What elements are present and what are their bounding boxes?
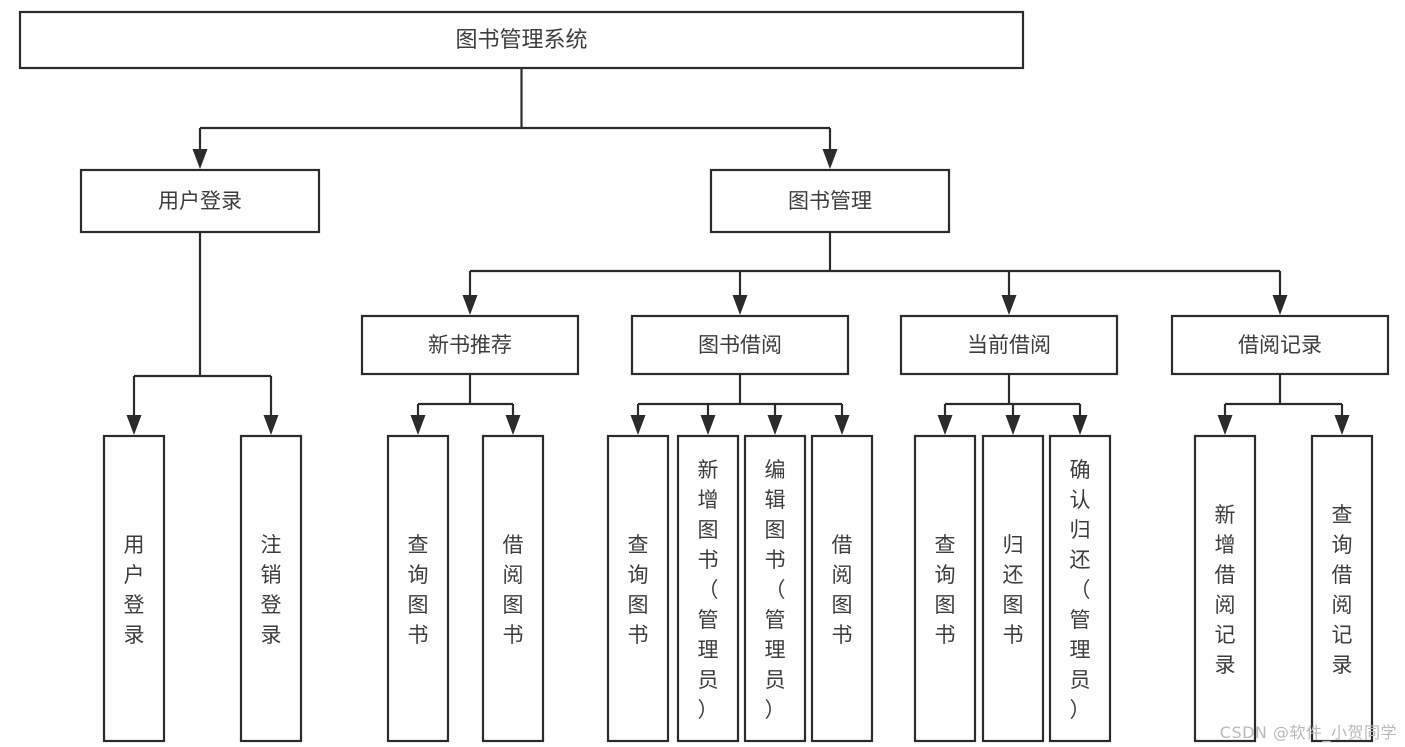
leaf-leaf-borrow-book-rec-label: 借阅图书 xyxy=(503,533,524,647)
node-user-login-label: 用户登录 xyxy=(158,189,242,213)
leaf-leaf-return-book-box xyxy=(981,434,1045,743)
arrow-head-icon xyxy=(462,295,478,315)
arrow-head-icon xyxy=(1005,415,1021,435)
leaf-leaf-edit-book-box xyxy=(743,434,807,743)
leaf-leaf-query-book-rec-box xyxy=(386,434,450,743)
leaf-leaf-edit-book-label: 编辑图书（管理员） xyxy=(765,458,786,722)
leaf-leaf-query-book-borrow[interactable]: 查询图书 xyxy=(606,434,670,743)
leaf-leaf-add-record-label: 新增借阅记录 xyxy=(1215,503,1236,677)
leaf-leaf-query-book-rec-label: 查询图书 xyxy=(408,533,429,647)
node-borrow-record-box xyxy=(1170,314,1390,376)
leaf-leaf-query-record[interactable]: 查询借阅记录 xyxy=(1310,434,1374,743)
arrow-head-icon xyxy=(767,415,783,435)
leaf-leaf-query-book-cur-box xyxy=(913,434,977,743)
arrow-head-icon xyxy=(834,415,850,435)
arrow-head-icon xyxy=(822,149,838,169)
leaf-leaf-logout-login[interactable]: 注销登录 xyxy=(239,434,303,743)
arrow-head-icon xyxy=(1072,415,1088,435)
leaf-leaf-confirm-return-box xyxy=(1048,434,1112,743)
node-new-book-recommend-box xyxy=(360,314,580,376)
leaf-leaf-add-book-label: 新增图书（管理员） xyxy=(698,458,719,722)
leaf-leaf-add-record-box xyxy=(1193,434,1257,743)
leaf-leaf-confirm-return[interactable]: 确认归还（管理员） xyxy=(1048,434,1112,743)
node-book-manage[interactable]: 图书管理 xyxy=(709,168,951,234)
leaf-leaf-query-book-cur[interactable]: 查询图书 xyxy=(913,434,977,743)
leaf-leaf-logout-login-box xyxy=(239,434,303,743)
leaf-leaf-user-login-label: 用户登录 xyxy=(124,533,145,647)
leaf-leaf-query-book-rec[interactable]: 查询图书 xyxy=(386,434,450,743)
leaf-leaf-query-record-box xyxy=(1310,434,1374,743)
arrow-head-icon xyxy=(410,415,426,435)
leaf-leaf-borrow-book-label: 借阅图书 xyxy=(832,533,853,647)
arrow-head-icon xyxy=(1001,295,1017,315)
leaf-leaf-logout-login-label: 注销登录 xyxy=(261,533,282,647)
node-root-box xyxy=(18,10,1025,70)
leaf-leaf-query-book-borrow-label: 查询图书 xyxy=(628,533,649,647)
leaf-leaf-user-login[interactable]: 用户登录 xyxy=(102,434,166,743)
node-borrow-record-label: 借阅记录 xyxy=(1238,333,1322,357)
leaf-leaf-borrow-book-rec[interactable]: 借阅图书 xyxy=(481,434,545,743)
node-root-label: 图书管理系统 xyxy=(455,28,587,53)
node-root[interactable]: 图书管理系统 xyxy=(18,10,1025,70)
node-user-login[interactable]: 用户登录 xyxy=(79,168,321,234)
arrow-head-icon xyxy=(937,415,953,435)
arrow-head-icon xyxy=(263,415,279,435)
leaf-leaf-add-book[interactable]: 新增图书（管理员） xyxy=(676,434,740,743)
arrow-head-icon xyxy=(126,415,142,435)
arrow-head-icon xyxy=(505,415,521,435)
leaf-leaf-add-book-box xyxy=(676,434,740,743)
node-new-book-recommend[interactable]: 新书推荐 xyxy=(360,314,580,376)
arrow-head-icon xyxy=(700,415,716,435)
leaf-leaf-return-book[interactable]: 归还图书 xyxy=(981,434,1045,743)
leaf-leaf-borrow-book-box xyxy=(810,434,874,743)
arrow-head-icon xyxy=(1272,295,1288,315)
node-current-borrow-box xyxy=(899,314,1119,376)
node-current-borrow-label: 当前借阅 xyxy=(967,333,1051,357)
leaf-leaf-confirm-return-label: 确认归还（管理员） xyxy=(1070,458,1091,722)
leaf-leaf-return-book-label: 归还图书 xyxy=(1003,533,1024,647)
arrow-head-icon xyxy=(732,295,748,315)
leaf-leaf-edit-book[interactable]: 编辑图书（管理员） xyxy=(743,434,807,743)
leaf-leaf-borrow-book-rec-box xyxy=(481,434,545,743)
connector-layer xyxy=(126,68,1350,435)
node-current-borrow[interactable]: 当前借阅 xyxy=(899,314,1119,376)
node-book-borrow[interactable]: 图书借阅 xyxy=(630,314,850,376)
leaf-leaf-add-record[interactable]: 新增借阅记录 xyxy=(1193,434,1257,743)
node-layer: 图书管理系统用户登录图书管理新书推荐图书借阅当前借阅借阅记录用户登录注销登录查询… xyxy=(18,10,1390,743)
node-new-book-recommend-label: 新书推荐 xyxy=(428,333,512,357)
leaf-leaf-query-record-label: 查询借阅记录 xyxy=(1332,503,1353,677)
leaf-leaf-user-login-box xyxy=(102,434,166,743)
node-borrow-record[interactable]: 借阅记录 xyxy=(1170,314,1390,376)
node-user-login-box xyxy=(79,168,321,234)
node-book-manage-label: 图书管理 xyxy=(788,189,872,213)
leaf-leaf-query-book-cur-label: 查询图书 xyxy=(935,533,956,647)
leaf-leaf-query-book-borrow-box xyxy=(606,434,670,743)
arrow-head-icon xyxy=(630,415,646,435)
arrow-head-icon xyxy=(1217,415,1233,435)
node-book-borrow-box xyxy=(630,314,850,376)
node-book-manage-box xyxy=(709,168,951,234)
arrow-head-icon xyxy=(192,149,208,169)
arrow-head-icon xyxy=(1334,415,1350,435)
leaf-leaf-borrow-book[interactable]: 借阅图书 xyxy=(810,434,874,743)
node-book-borrow-label: 图书借阅 xyxy=(698,333,782,357)
